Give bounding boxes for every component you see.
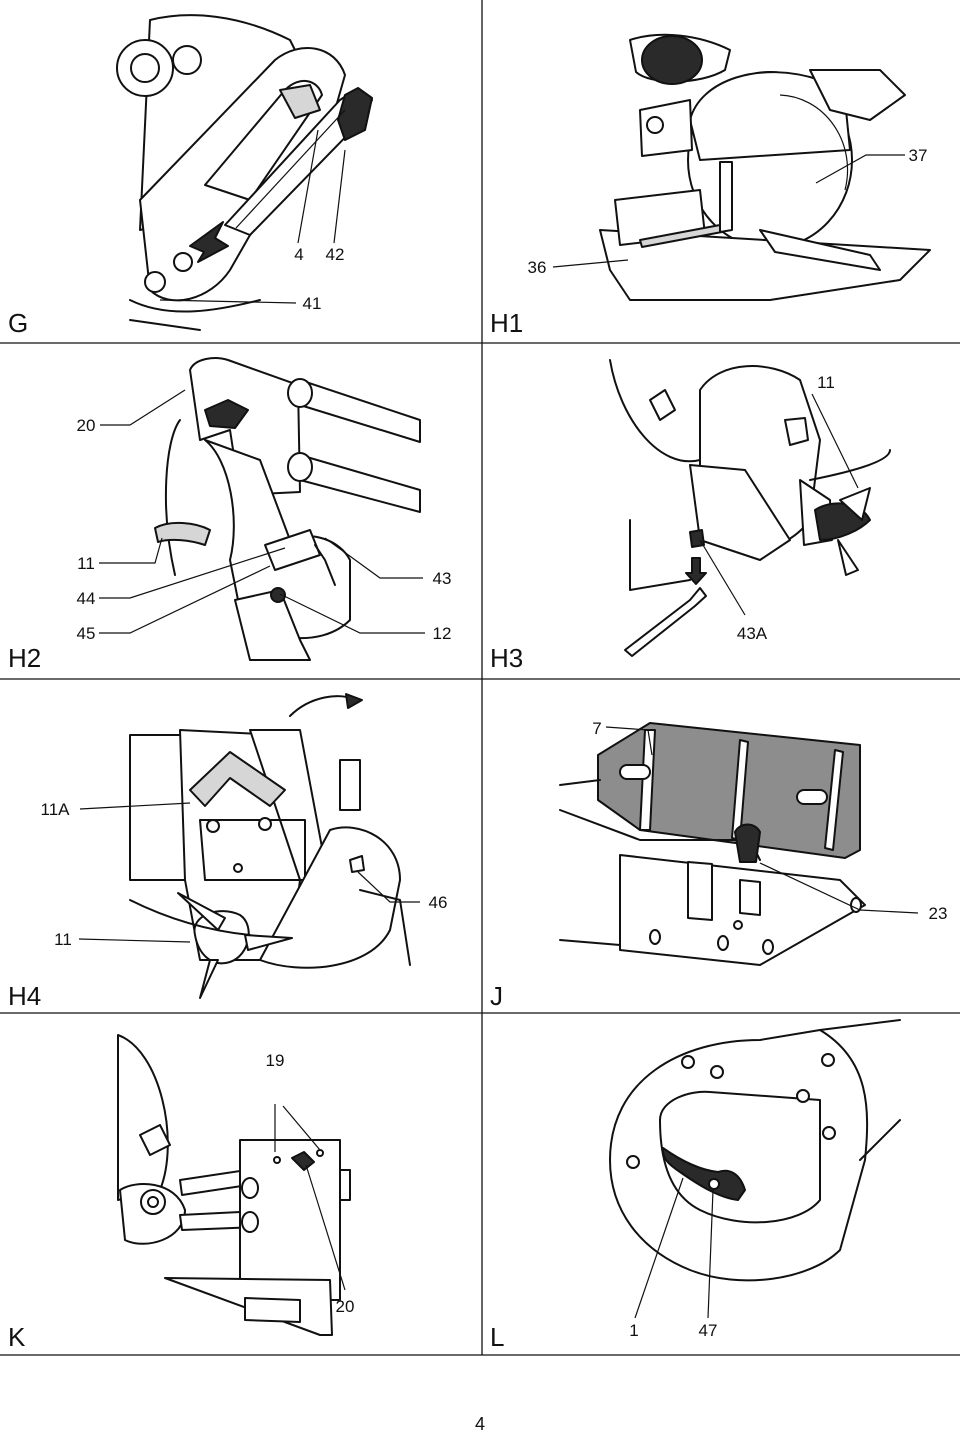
callout-43a: 43A — [737, 624, 768, 643]
panel-label-k: K — [8, 1322, 26, 1352]
callout-7: 7 — [592, 719, 601, 738]
callout-41: 41 — [303, 294, 322, 313]
panel-k-leaders — [274, 1104, 346, 1291]
miter-saw-illustration — [599, 33, 931, 301]
panel-label-h3: H3 — [490, 643, 523, 673]
callout-19: 19 — [266, 1051, 285, 1070]
callout-11: 11 — [77, 554, 95, 573]
bevel-stop-illustration — [609, 359, 891, 657]
panel-g-leaders — [159, 129, 346, 304]
panel-label-h1: H1 — [490, 308, 523, 338]
callout-12: 12 — [433, 624, 452, 643]
callout-11a: 11A — [41, 800, 71, 819]
bevel-pointer-illustration — [129, 693, 411, 999]
panel-h3: 11 43A H3 — [490, 359, 891, 673]
callout-37: 37 — [909, 146, 928, 165]
callout-42: 42 — [326, 245, 345, 264]
callout-43: 43 — [433, 569, 452, 588]
callout-20: 20 — [77, 416, 96, 435]
callout-11-h4: 11 — [54, 930, 72, 949]
panel-k: 19 20 K — [8, 1034, 355, 1352]
callout-47: 47 — [699, 1321, 718, 1340]
callout-4: 4 — [294, 245, 303, 264]
panel-label-h4: H4 — [8, 981, 41, 1011]
panel-l-leaders — [634, 1177, 714, 1319]
miter-lock-lever-illustration — [609, 1019, 901, 1282]
callout-45: 45 — [77, 624, 96, 643]
fence-illustration — [559, 722, 866, 966]
rail-lock-illustration — [117, 1034, 351, 1336]
panel-label-g: G — [8, 308, 28, 338]
panel-h4: 11A 46 11 H4 — [8, 693, 448, 1011]
panel-h1-leaders — [552, 154, 905, 268]
panel-label-h2: H2 — [8, 643, 41, 673]
callout-1: 1 — [629, 1321, 638, 1340]
page-number: 4 — [475, 1414, 485, 1434]
panel-label-l: L — [490, 1322, 504, 1352]
panel-g: 4 42 41 G — [8, 14, 373, 338]
callout-11-h3: 11 — [817, 373, 835, 392]
panel-h1: 37 36 H1 — [490, 33, 931, 338]
callout-36: 36 — [528, 258, 547, 277]
callout-44: 44 — [77, 589, 96, 608]
figure-grid — [0, 0, 960, 1356]
blade-guard-illustration — [116, 14, 373, 331]
panel-j: 7 23 J — [490, 719, 947, 1011]
panel-l: 1 47 L — [490, 1019, 901, 1352]
panel-h2: 20 11 44 45 43 12 H2 — [8, 357, 452, 673]
panel-h4-leaders — [78, 802, 420, 943]
callout-46: 46 — [429, 893, 448, 912]
panel-label-j: J — [490, 981, 503, 1011]
panel-j-leaders — [605, 726, 919, 914]
panel-h2-leaders — [99, 389, 425, 634]
rail-bracket-illustration — [154, 357, 421, 661]
callout-23: 23 — [929, 904, 948, 923]
panel-h3-leaders — [699, 393, 859, 616]
callout-20-k: 20 — [336, 1297, 355, 1316]
